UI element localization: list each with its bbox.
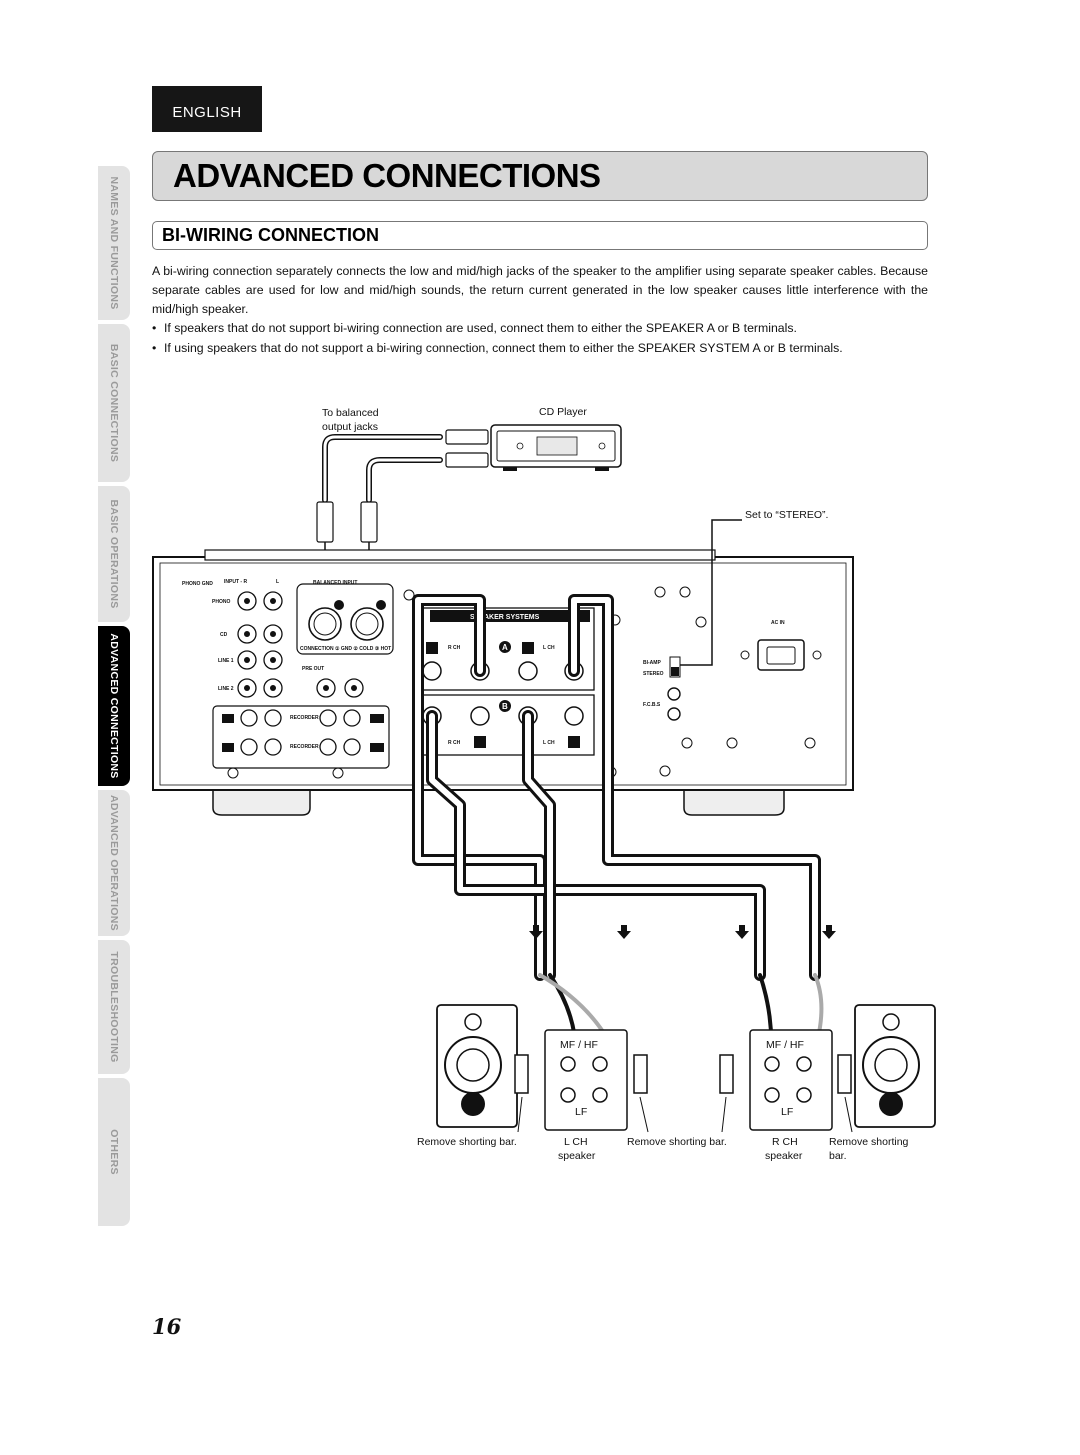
svg-text:R CH: R CH (448, 740, 461, 746)
page-title: ADVANCED CONNECTIONS (173, 157, 601, 194)
nav-tab-others[interactable]: OTHERS (98, 1078, 130, 1226)
r-ch-speaker-label: R CH (772, 1136, 798, 1148)
section-title: BI-WIRING CONNECTION (162, 225, 379, 245)
set-to-stereo-label: Set to “STEREO”. (745, 509, 828, 521)
svg-text:L CH: L CH (543, 645, 555, 651)
svg-text:AC IN: AC IN (771, 620, 785, 626)
svg-text:A: A (502, 643, 508, 652)
svg-text:STEREO: STEREO (643, 671, 664, 677)
page-title-bar: ADVANCED CONNECTIONS (152, 151, 928, 201)
l-ch-speaker-label: L CH (564, 1136, 588, 1148)
section-title-bar: BI-WIRING CONNECTION (152, 221, 928, 250)
note-item: If speakers that do not support bi-wirin… (152, 318, 942, 338)
arrow-icon (529, 925, 836, 939)
svg-text:BI-AMP: BI-AMP (643, 660, 661, 666)
shorting-bar-icon (514, 1054, 852, 1094)
svg-text:LINE 2: LINE 2 (218, 686, 234, 692)
nav-tab-troubleshooting[interactable]: TROUBLESHOOTING (98, 940, 130, 1074)
xlr-plug-icon (316, 429, 489, 543)
svg-text:SPEAKER SYSTEMS: SPEAKER SYSTEMS (470, 614, 540, 621)
cd-player-label: CD Player (539, 406, 587, 418)
l-ch-speaker-label: speaker (558, 1150, 596, 1162)
svg-text:PRE OUT: PRE OUT (302, 666, 324, 672)
l-ch-terminal-box: MF / HF LF (544, 1029, 628, 1131)
r-ch-terminal-box: MF / HF LF (749, 1029, 833, 1131)
svg-text:LINE 1: LINE 1 (218, 658, 234, 664)
speaker-cables (412, 594, 824, 1067)
svg-text:R CH: R CH (448, 645, 461, 651)
svg-text:PHONO: PHONO (212, 599, 230, 605)
left-speaker (436, 1004, 518, 1128)
svg-text:B: B (502, 702, 508, 711)
amplifier-rear-panel: PHONO GND INPUT - R L PHONO CD LINE 1 LI… (152, 549, 854, 816)
nav-tab-names-and-functions[interactable]: NAMES AND FUNCTIONS (98, 166, 130, 320)
page-number: 16 (152, 1314, 182, 1339)
balanced-cables (322, 434, 443, 503)
svg-text:CD: CD (220, 632, 228, 638)
nav-tab-basic-operations[interactable]: BASIC OPERATIONS (98, 486, 130, 622)
remove-shorting-bar-label: Remove shorting bar. (627, 1136, 727, 1148)
svg-text:MF / HF: MF / HF (766, 1039, 804, 1051)
remove-shorting-bar-label: bar. (829, 1150, 847, 1162)
nav-tab-basic-connections[interactable]: BASIC CONNECTIONS (98, 324, 130, 482)
note-list: If speakers that do not support bi-wirin… (152, 318, 942, 358)
svg-text:LF: LF (575, 1106, 587, 1118)
svg-text:L CH: L CH (543, 740, 555, 746)
to-balanced-label: output jacks (322, 421, 378, 433)
svg-text:MF / HF: MF / HF (560, 1039, 598, 1051)
stereo-pointer (680, 519, 742, 666)
svg-text:RECORDER 2: RECORDER 2 (290, 744, 323, 750)
nav-tab-advanced-connections[interactable]: ADVANCED CONNECTIONS (98, 626, 130, 786)
svg-text:RECORDER 1: RECORDER 1 (290, 715, 323, 721)
to-balanced-label: To balanced (322, 407, 379, 419)
note-item: If using speakers that do not support a … (152, 338, 942, 358)
svg-text:CONNECTION ① GND ② COLD ③ HOT: CONNECTION ① GND ② COLD ③ HOT (300, 646, 391, 652)
svg-text:INPUT - R: INPUT - R (224, 579, 247, 585)
remove-shorting-bar-label: Remove shorting (829, 1136, 909, 1148)
svg-text:F.C.B.S: F.C.B.S (643, 702, 661, 708)
cd-player (490, 424, 622, 471)
language-tab: ENGLISH (152, 86, 262, 132)
r-ch-speaker-label: speaker (765, 1150, 803, 1162)
svg-text:L: L (276, 579, 279, 585)
right-speaker (854, 1004, 936, 1128)
svg-text:LF: LF (781, 1106, 793, 1118)
remove-shorting-bar-label: Remove shorting bar. (417, 1136, 517, 1148)
svg-text:PHONO GND: PHONO GND (182, 581, 213, 587)
nav-tab-advanced-operations[interactable]: ADVANCED OPERATIONS (98, 790, 130, 936)
intro-paragraph: A bi-wiring connection separately connec… (152, 264, 928, 316)
svg-text:BALANCED INPUT: BALANCED INPUT (313, 580, 357, 586)
